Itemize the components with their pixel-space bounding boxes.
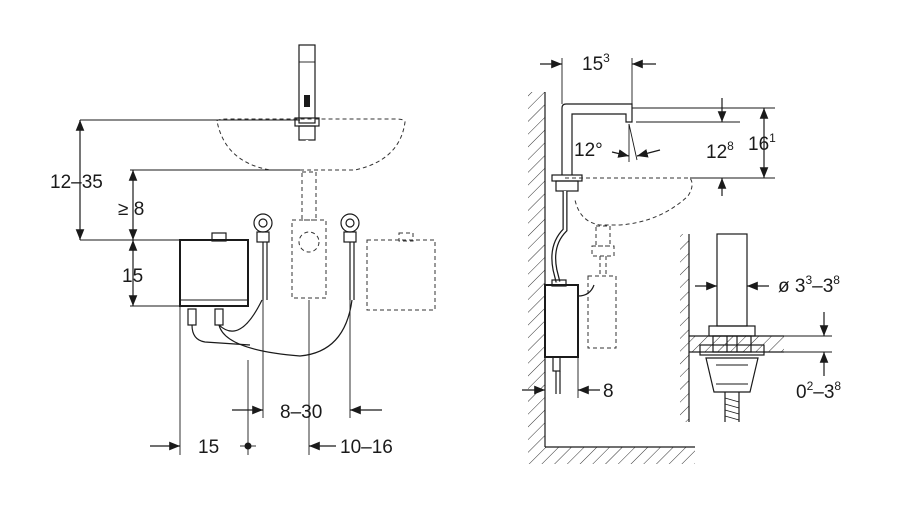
dim-total-height: 161 — [748, 131, 776, 155]
dim-box-height: 15 — [122, 266, 143, 287]
dim-box-width: 15 — [198, 437, 219, 458]
control-box-side — [544, 284, 579, 358]
dim-valve-spacing: 8–30 — [280, 402, 322, 423]
side-view: 153 12° 128 161 8 — [522, 51, 776, 464]
faucet-body — [298, 44, 316, 124]
basin-outline — [216, 118, 406, 171]
dim-height-total: 12–35 — [50, 172, 103, 193]
siphon-outline — [301, 171, 317, 221]
dim-height-min: ≥ 8 — [118, 199, 144, 220]
dim-wall-gap: 8 — [603, 381, 614, 402]
detail-view: ø 33–38 02–38 — [680, 233, 841, 422]
dim-plate-thickness: 02–38 — [796, 379, 841, 403]
fixing-nut — [705, 357, 759, 393]
faucet-sensor-window — [304, 95, 310, 107]
dim-projection: 153 — [582, 51, 610, 75]
angle-valve-right — [340, 213, 360, 300]
faucet-shaft — [716, 233, 748, 327]
front-view: 12–35 ≥ 8 15 8–30 15 10–16 — [50, 44, 436, 458]
dim-angle: 12° — [574, 140, 603, 161]
dim-offset: 10–16 — [340, 437, 393, 458]
angle-valve-left — [253, 213, 273, 300]
control-box — [179, 239, 249, 307]
alternative-box-position — [366, 239, 436, 311]
wall-hatch — [528, 92, 545, 447]
faucet-profile — [561, 103, 633, 175]
floor-hatch — [528, 447, 695, 464]
dim-spout-height: 128 — [706, 139, 734, 163]
dim-hole-diameter: ø 33–38 — [778, 273, 840, 297]
